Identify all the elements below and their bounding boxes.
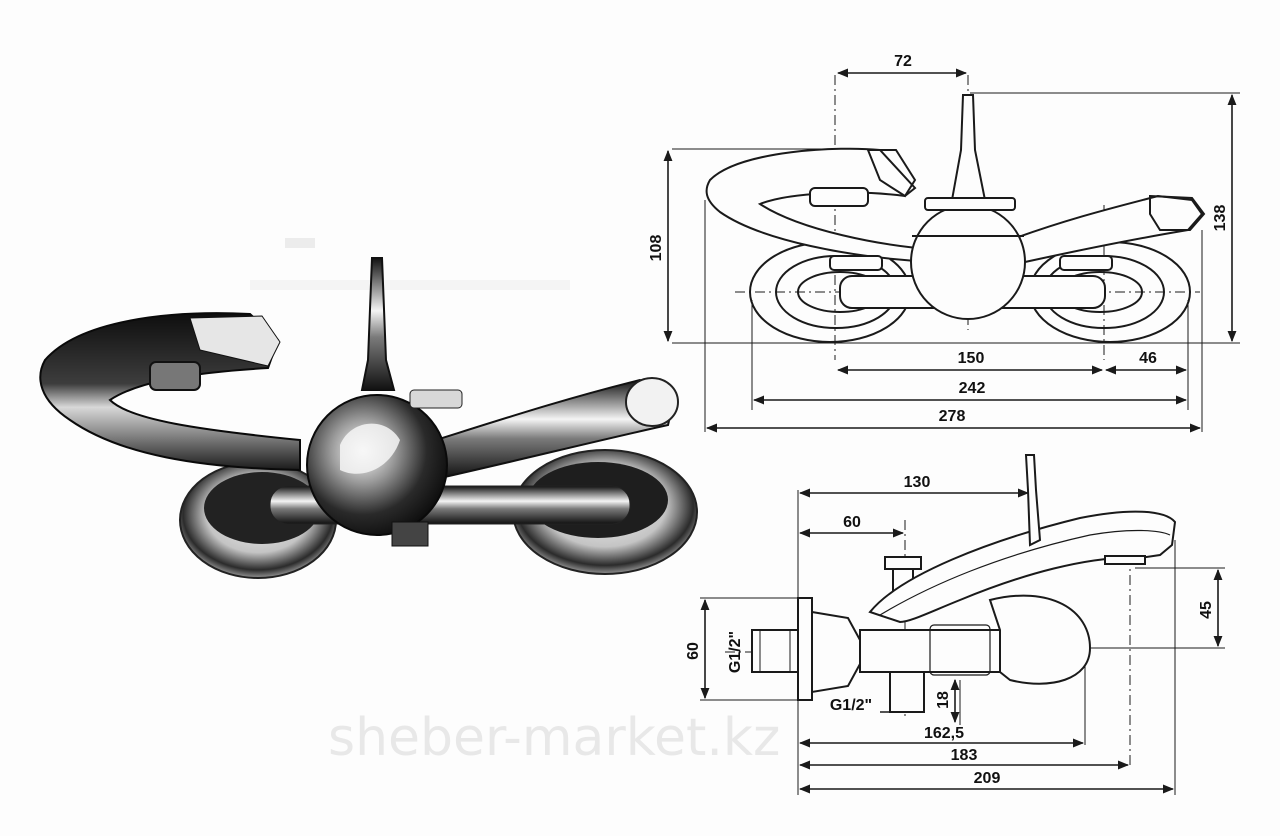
bottom-outlet (391, 521, 429, 547)
lever-stem (360, 257, 396, 391)
top-right-arm (1008, 194, 1204, 264)
dim-label-150: 150 (958, 350, 985, 367)
top-view-drawing (672, 75, 1240, 432)
top-right-knob (1059, 255, 1113, 271)
top-spout (705, 147, 942, 264)
dim-label-278: 278 (939, 408, 966, 425)
top-lever (950, 94, 987, 201)
dim-label-60-left: 60 (685, 642, 702, 660)
lever-tab (409, 389, 463, 409)
dim-label-46: 46 (1139, 350, 1157, 367)
top-diverter (809, 187, 869, 207)
thread-label-inlet: G1/2" (727, 631, 744, 673)
dim-label-138: 138 (1212, 205, 1229, 232)
top-view-extension-lines (672, 92, 1240, 432)
dim-label-242: 242 (959, 380, 986, 397)
side-mixer-ball (988, 594, 1092, 685)
dim-label-72: 72 (894, 53, 912, 70)
dim-label-209: 209 (974, 770, 1001, 787)
top-right-arm-end (1149, 194, 1206, 231)
side-view-dimensions (700, 488, 1223, 794)
spout-lip (189, 315, 281, 367)
dim-label-60-top: 60 (843, 514, 861, 531)
side-view-dimension-labels: 130 60 60 45 18 G1/2" G1/2" 162,5 183 20… (685, 474, 1215, 787)
top-view-dimension-labels: 72 108 138 150 46 242 278 (648, 53, 1229, 425)
side-spout (868, 510, 1177, 624)
faucet-photo (39, 238, 698, 579)
dim-label-162-5: 162,5 (924, 725, 964, 742)
diverter-knob (149, 361, 201, 391)
side-bottom-outlet (889, 671, 925, 713)
side-eccentric (811, 610, 861, 694)
side-spout-nozzle (1104, 555, 1146, 565)
dim-label-130: 130 (904, 474, 931, 491)
side-inner-pipe (929, 624, 991, 676)
dim-label-45: 45 (1198, 601, 1215, 619)
top-spout-tip (866, 149, 917, 198)
side-diverter-cap (884, 556, 922, 570)
dim-label-108: 108 (648, 235, 665, 262)
right-arm-end (625, 377, 679, 427)
top-mixer-ball (910, 204, 1026, 320)
dim-label-183: 183 (951, 747, 978, 764)
top-left-knob (829, 255, 883, 271)
top-lever-base (924, 197, 1016, 211)
side-wall-plate (797, 597, 813, 701)
watermark: sheber-market.kz (328, 708, 780, 768)
side-threaded-inlet (751, 629, 799, 673)
dim-label-18: 18 (935, 691, 952, 709)
side-view-drawing (700, 454, 1225, 795)
faint-ghost-marks (250, 238, 570, 290)
ball-highlight (340, 423, 400, 474)
top-view-dimensions (663, 68, 1237, 433)
thread-label-outlet: G1/2" (830, 697, 872, 714)
